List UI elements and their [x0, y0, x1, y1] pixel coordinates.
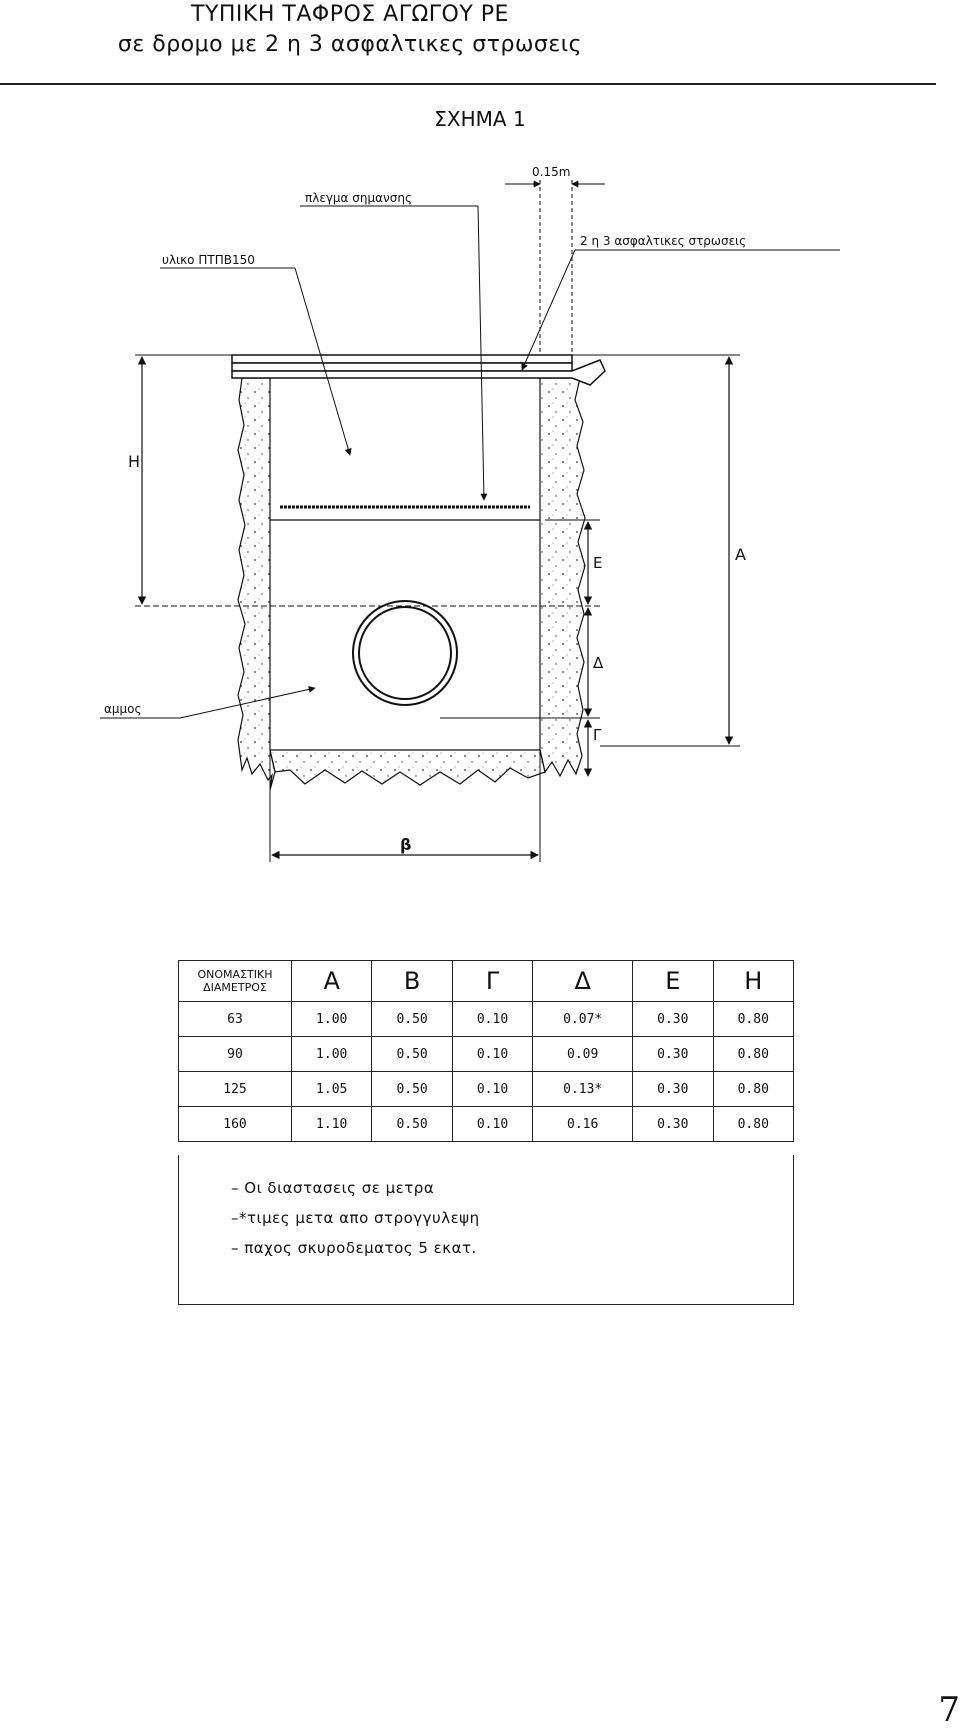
- note-rounding: –*τιμες μετα απο στρογγυλεψη: [231, 1209, 480, 1227]
- trench-cross-section-drawing: Η Α Ε Δ Γ β 0.15m πλεγμα σημανσης υλικο …: [100, 165, 840, 862]
- column-header-e: Ε: [632, 960, 714, 1002]
- table-cell: 0.13*: [532, 1071, 634, 1107]
- table-cell: 0.50: [371, 1106, 453, 1142]
- table-cell: 0.80: [712, 1106, 795, 1142]
- notes-box: – Οι διαστασεις σε μετρα –*τιμες μετα απ…: [178, 1155, 794, 1305]
- table-cell: 1.10: [290, 1106, 373, 1142]
- table-cell: 0.10: [451, 1001, 534, 1037]
- dimensions-table: ΟΝΟΜΑΣΤΙΚΗ ΔΙΑΜΕΤΡΟΣ Α Β Γ Δ Ε Η 63 1.00…: [178, 960, 795, 1142]
- table-cell: 0.80: [712, 1071, 795, 1107]
- table-cell: 63: [178, 1001, 292, 1037]
- callout-top-dimension: 0.15m: [532, 165, 570, 179]
- table-cell: 0.50: [371, 1036, 453, 1072]
- right-concrete-wall: [539, 377, 586, 778]
- note-concrete-thickness: – παχος σκυροδεματος 5 εκατ.: [231, 1239, 477, 1257]
- pipe-inner: [358, 606, 452, 700]
- column-header-h: Η: [712, 960, 795, 1002]
- callout-sand: αμμος: [104, 702, 142, 716]
- page-subtitle: σε δρομο με 2 η 3 ασφαλτικες στρωσεις: [117, 32, 583, 57]
- table-cell: 125: [178, 1071, 292, 1107]
- table-cell: 160: [178, 1106, 292, 1142]
- table-cell: 1.00: [290, 1001, 373, 1037]
- dimension-d: Δ: [593, 654, 604, 672]
- table-cell: 0.07*: [532, 1001, 634, 1037]
- dimension-h: Η: [128, 452, 140, 471]
- dimension-e: Ε: [593, 554, 602, 572]
- table-cell: 0.80: [712, 1036, 795, 1072]
- table-cell: 1.05: [290, 1071, 373, 1107]
- table-cell: 1.00: [290, 1036, 373, 1072]
- table-cell: 0.30: [632, 1106, 714, 1142]
- asphalt-layer-3: [231, 359, 606, 386]
- header-divider: [0, 83, 936, 85]
- table-cell: 0.30: [632, 1071, 714, 1107]
- table-cell: 0.50: [371, 1001, 453, 1037]
- column-header-nominal-diameter: ΟΝΟΜΑΣΤΙΚΗ ΔΙΑΜΕΤΡΟΣ: [178, 960, 292, 1002]
- column-header-d: Δ: [532, 960, 634, 1002]
- table-cell: 0.50: [371, 1071, 453, 1107]
- table-header-row: ΟΝΟΜΑΣΤΙΚΗ ΔΙΑΜΕΤΡΟΣ Α Β Γ Δ Ε Η: [178, 960, 795, 1002]
- page-number: 7: [938, 1690, 960, 1730]
- asphalt-layer-1: [231, 354, 573, 364]
- table-row: 63 1.00 0.50 0.10 0.07* 0.30 0.80: [178, 1001, 795, 1037]
- table-cell: 0.30: [632, 1001, 714, 1037]
- table-cell: 0.30: [632, 1036, 714, 1072]
- table-cell: 0.09: [532, 1036, 634, 1072]
- left-concrete-wall: [237, 377, 276, 791]
- table-cell: 0.10: [451, 1106, 534, 1142]
- table-cell: 0.10: [451, 1036, 534, 1072]
- table-row: 125 1.05 0.50 0.10 0.13* 0.30 0.80: [178, 1071, 795, 1107]
- column-header-g: Γ: [451, 960, 534, 1002]
- dimension-a: Α: [735, 545, 746, 564]
- note-units: – Οι διαστασεις σε μετρα: [231, 1179, 435, 1197]
- table-cell: 90: [178, 1036, 292, 1072]
- table-row: 90 1.00 0.50 0.10 0.09 0.30 0.80: [178, 1036, 795, 1072]
- callout-warning-mesh: πλεγμα σημανσης: [305, 191, 412, 205]
- column-header-a: Α: [290, 960, 373, 1002]
- callout-fill-material: υλικο ΠΤΠΒ150: [162, 253, 255, 267]
- table-cell: 0.16: [532, 1106, 634, 1142]
- bottom-concrete-slab: [269, 749, 546, 786]
- table-cell: 0.10: [451, 1071, 534, 1107]
- callout-asphalt-layers: 2 η 3 ασφαλτικες στρωσεις: [580, 234, 746, 248]
- dimension-g: Γ: [593, 726, 602, 744]
- column-header-b: Β: [371, 960, 453, 1002]
- asphalt-layer-2: [231, 362, 573, 372]
- page-title: ΤΥΠΙΚΗ ΤΑΦΡΟΣ ΑΓΩΓΟΥ PE: [191, 2, 509, 27]
- figure-label: ΣΧΗΜΑ 1: [434, 107, 526, 131]
- table-cell: 0.80: [712, 1001, 795, 1037]
- pipe-outer: [352, 600, 458, 706]
- dimension-b: β: [400, 835, 411, 854]
- table-row: 160 1.10 0.50 0.10 0.16 0.30 0.80: [178, 1106, 795, 1142]
